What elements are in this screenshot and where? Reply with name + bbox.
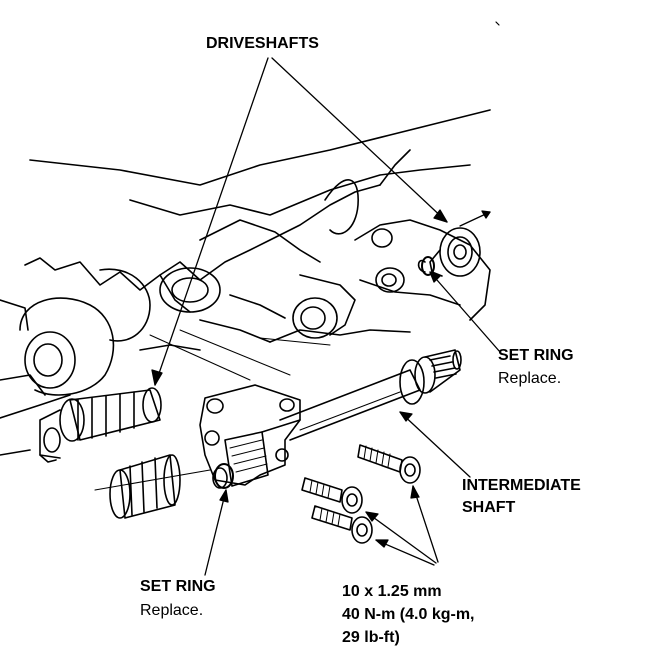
transmission-housing	[0, 109, 491, 491]
set-ring-left	[214, 463, 234, 489]
set-ring-right	[421, 256, 435, 276]
bolt-lower	[311, 505, 373, 544]
arrowhead-driveshafts-right	[433, 209, 448, 223]
leader-driveshafts-left	[154, 57, 269, 386]
leader-set-ring-left	[204, 489, 227, 576]
label-torque-line2: 29 lb-ft)	[342, 629, 400, 646]
leader-set-ring-right	[429, 271, 501, 353]
leader-driveshafts-right	[271, 57, 448, 223]
arrowhead-driveshafts-left	[151, 369, 163, 386]
leader-bolt-middle	[365, 511, 437, 564]
left-driveshaft	[39, 387, 181, 519]
label-bolt-size: 10 x 1.25 mm	[342, 583, 442, 600]
label-set-ring-right-note: Replace.	[498, 370, 562, 387]
mounting-bolts	[301, 444, 421, 544]
label-intermediate-line1: INTERMEDIATE	[462, 477, 581, 494]
label-set-ring-right: SET RING	[498, 347, 574, 364]
label-torque-line1: 40 N-m (4.0 kg-m,	[342, 606, 475, 623]
intermediate-shaft	[279, 349, 462, 441]
bearing-support-bracket	[199, 384, 301, 489]
corner-mark	[495, 21, 500, 26]
label-set-ring-left: SET RING	[140, 578, 216, 595]
label-set-ring-left-note: Replace.	[140, 602, 204, 619]
leader-intermediate-shaft	[399, 411, 471, 478]
bolt-upper	[357, 444, 421, 484]
bolt-middle	[301, 477, 363, 514]
label-driveshafts: DRIVESHAFTS	[206, 35, 319, 52]
leader-bolt-upper	[412, 485, 439, 563]
label-intermediate-line2: SHAFT	[462, 499, 516, 516]
leader-lines	[151, 57, 501, 576]
